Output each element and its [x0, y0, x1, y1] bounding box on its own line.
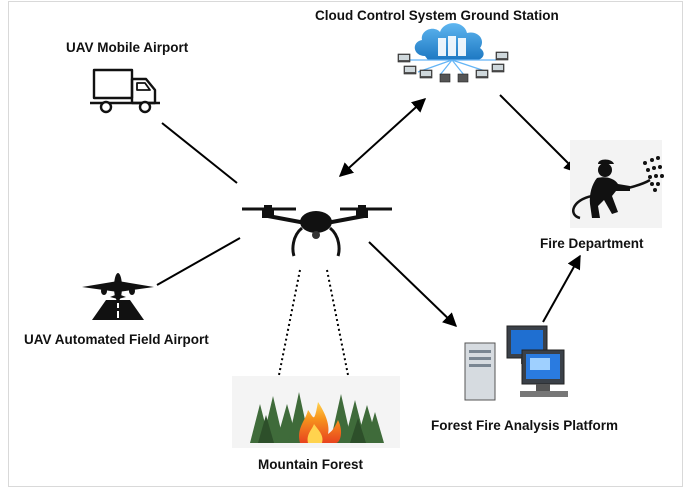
arrow-drone-platform [368, 241, 458, 327]
forest-fire-icon [232, 376, 400, 448]
label-mobile-airport: UAV Mobile Airport [66, 40, 189, 55]
drone-icon [242, 205, 392, 257]
truck-icon [90, 68, 160, 114]
label-cloud-station: Cloud Control System Ground Station [315, 8, 559, 23]
arrow-platform-fire [542, 254, 581, 323]
dotted-beam-left [275, 269, 301, 391]
dotted-beam-right [326, 269, 352, 391]
label-fire-department: Fire Department [540, 236, 644, 251]
cloud-server-icon [397, 23, 509, 83]
label-field-airport: UAV Automated Field Airport [24, 332, 209, 347]
airplane-runway-icon [82, 273, 154, 320]
computer-workstation-icon [464, 325, 568, 401]
arrow-drone-cloud [338, 98, 427, 177]
link-truck-drone [161, 122, 238, 184]
arrow-cloud-fire [499, 94, 578, 173]
link-runway-drone [156, 237, 241, 286]
label-mountain-forest: Mountain Forest [258, 457, 363, 472]
firefighter-icon [570, 140, 664, 228]
label-analysis-platform: Forest Fire Analysis Platform [431, 418, 619, 433]
